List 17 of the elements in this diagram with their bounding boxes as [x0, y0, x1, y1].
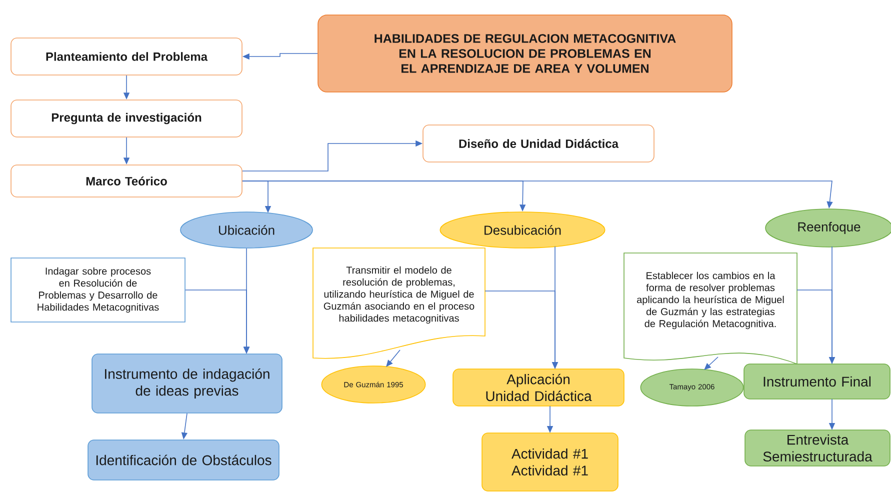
process-box: Instrumento Final: [744, 364, 890, 400]
process-box: Diseño de Unidad Didáctica: [422, 124, 654, 162]
topic-oval: Desubicación: [440, 212, 606, 248]
process-box: Aplicación Unidad Didáctica: [452, 368, 624, 406]
process-box: Identificación de Obstáculos: [88, 440, 280, 480]
process-box: Planteamiento del Problema: [10, 38, 242, 76]
process-box: Instrumento de indagación de ideas previas: [92, 354, 282, 414]
process-box: Actividad #1 Actividad #1: [482, 432, 618, 492]
process-box: Entrevista Semiestructurada: [744, 430, 890, 466]
arrow: [386, 350, 400, 367]
process-box: Pregunta de investigación: [10, 100, 242, 138]
process-box: Marco Teórico: [10, 164, 242, 198]
arrow: [704, 356, 718, 370]
note-box: Indagar sobre procesos en Resolución de Problemas y Desarrollo de Habilidades Metacognitivas: [10, 258, 186, 322]
topic-oval: Reenfoque: [765, 208, 891, 248]
title-box: HABILIDADES DE REGULACION METACOGNITIVA EN LA RESOLUCION DE PROBLEMAS EN EL APRENDIZAJE DE AREA Y VOLUMEN: [318, 14, 732, 92]
topic-oval: Ubicación: [180, 212, 313, 248]
